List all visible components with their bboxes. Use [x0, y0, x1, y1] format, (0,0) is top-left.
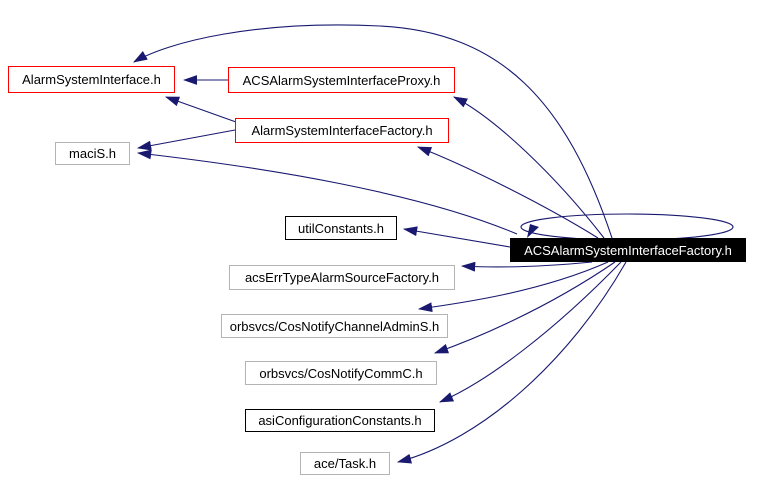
edge-factory-to-macis	[136, 129, 236, 151]
node-macis: maciS.h	[55, 142, 130, 165]
node-acs-err-type-alarm-source-factory: acsErrTypeAlarmSourceFactory.h	[229, 265, 455, 290]
node-alarm-system-interface-factory[interactable]: AlarmSystemInterfaceFactory.h	[235, 118, 449, 143]
edge-main-self-loop-arrowhead	[527, 224, 539, 238]
edge-main-to-factory	[416, 146, 599, 239]
edge-main-to-proxy	[453, 96, 605, 239]
node-asi-configuration-constants[interactable]: asiConfigurationConstants.h	[245, 409, 435, 432]
node-ace-task: ace/Task.h	[300, 452, 390, 475]
node-cos-notify-channel-admin-s: orbsvcs/CosNotifyChannelAdminS.h	[221, 314, 448, 338]
edge-factory-to-alarm-system-interface	[164, 96, 237, 123]
edge-main-to-util-constants	[402, 226, 511, 248]
node-cos-notify-comm-c: orbsvcs/CosNotifyCommC.h	[245, 361, 437, 385]
edge-main-self-loop	[520, 213, 734, 241]
node-acs-alarm-system-interface-proxy[interactable]: ACSAlarmSystemInterfaceProxy.h	[228, 67, 455, 93]
node-main-acs-alarm-system-interface-factory: ACSAlarmSystemInterfaceFactory.h	[510, 238, 746, 262]
edge-main-to-cos-notify-comm	[433, 261, 616, 354]
node-alarm-system-interface[interactable]: AlarmSystemInterface.h	[8, 66, 175, 93]
edge-main-to-macis	[136, 149, 518, 235]
node-util-constants[interactable]: utilConstants.h	[285, 216, 397, 240]
edge-main-to-alarm-system-interface	[133, 24, 613, 239]
edge-main-to-acs-err-type	[460, 261, 593, 272]
edge-main-to-cos-notify-channel-admin	[417, 261, 609, 313]
edge-main-to-ace-task	[396, 261, 627, 464]
edge-main-to-asi-configuration-constants	[438, 261, 622, 403]
